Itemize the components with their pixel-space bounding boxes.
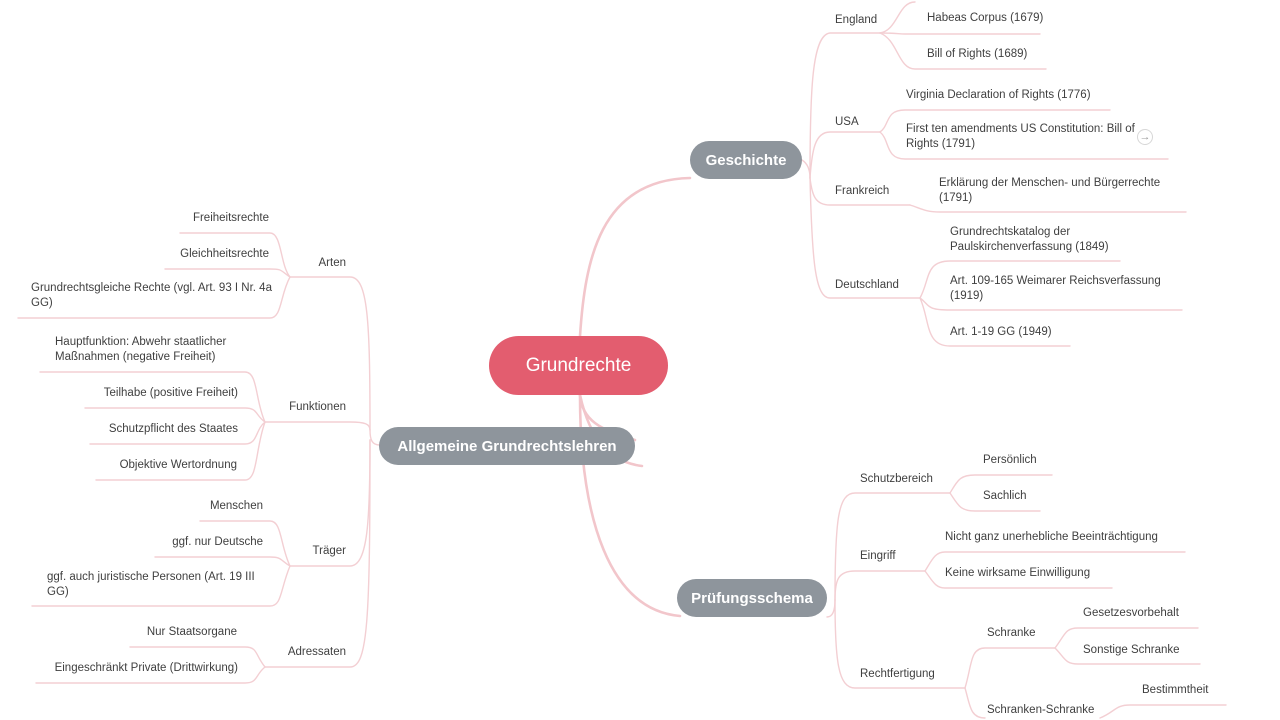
leaf-menschenrechte-erklaerung[interactable]: Erklärung der Menschen- und Bürgerrechte… bbox=[939, 177, 1161, 204]
subtopic-usa[interactable]: USA bbox=[835, 116, 859, 128]
subtopic-schranke[interactable]: Schranke bbox=[987, 627, 1036, 639]
leaf-virginia-declaration[interactable]: Virginia Declaration of Rights (1776) bbox=[906, 89, 1091, 101]
arrow-right-icon[interactable]: → bbox=[1137, 129, 1153, 145]
leaf-nur-staatsorgane[interactable]: Nur Staatsorgane bbox=[146, 626, 237, 638]
subtopic-arten[interactable]: Arten bbox=[318, 257, 347, 269]
root-topic[interactable]: Grundrechte bbox=[489, 336, 668, 395]
subtopic-rechtfertigung[interactable]: Rechtfertigung bbox=[860, 668, 935, 680]
topic-geschichte[interactable]: Geschichte bbox=[690, 141, 802, 179]
subtopic-eingriff[interactable]: Eingriff bbox=[860, 550, 896, 562]
leaf-bill-of-rights-1689[interactable]: Bill of Rights (1689) bbox=[927, 48, 1028, 60]
leaf-bestimmtheit[interactable]: Bestimmtheit bbox=[1142, 684, 1209, 696]
subtopic-traeger[interactable]: Träger bbox=[312, 545, 346, 557]
leaf-habeas-corpus[interactable]: Habeas Corpus (1679) bbox=[927, 12, 1044, 24]
subtopic-funktionen[interactable]: Funktionen bbox=[289, 401, 346, 413]
subtopic-adressaten[interactable]: Adressaten bbox=[287, 646, 346, 658]
topic-allgemeine-grundrechtslehren[interactable]: Allgemeine Grundrechtslehren bbox=[379, 427, 635, 465]
leaf-persoenlich[interactable]: Persönlich bbox=[983, 454, 1037, 466]
leaf-beeintraechtigung[interactable]: Nicht ganz unerhebliche Beeinträchtigung bbox=[945, 531, 1158, 543]
leaf-hauptfunktion-abwehr[interactable]: Hauptfunktion: Abwehr staatlicher Maßnah… bbox=[55, 336, 227, 363]
subtopic-deutschland[interactable]: Deutschland bbox=[835, 279, 899, 291]
leaf-juristische-personen[interactable]: ggf. auch juristische Personen (Art. 19 … bbox=[47, 571, 255, 598]
subtopic-schranken-schranke[interactable]: Schranken-Schranke bbox=[987, 704, 1095, 716]
topic-pruefungsschema[interactable]: Prüfungsschema bbox=[677, 579, 827, 617]
leaf-keine-einwilligung[interactable]: Keine wirksame Einwilligung bbox=[945, 567, 1091, 579]
leaf-weimarer-reichsverfassung[interactable]: Art. 109-165 Weimarer Reichsverfassung (… bbox=[950, 275, 1161, 302]
leaf-freiheitsrechte[interactable]: Freiheitsrechte bbox=[192, 212, 269, 224]
trunk-geschichte bbox=[578, 176, 692, 338]
leaf-grundrechtsgleiche-rechte[interactable]: Grundrechtsgleiche Rechte (vgl. Art. 93 … bbox=[31, 282, 272, 309]
leaf-sachlich[interactable]: Sachlich bbox=[983, 490, 1027, 502]
leaf-teilhabe[interactable]: Teilhabe (positive Freiheit) bbox=[103, 387, 238, 399]
leaf-eingeschraenkt-private[interactable]: Eingeschränkt Private (Drittwirkung) bbox=[54, 662, 238, 674]
leaf-us-bill-of-rights[interactable]: First ten amendments US Constitution: Bi… bbox=[906, 123, 1135, 150]
subtopic-schutzbereich[interactable]: Schutzbereich bbox=[860, 473, 933, 485]
subtopic-england[interactable]: England bbox=[835, 14, 878, 26]
leaf-gleichheitsrechte[interactable]: Gleichheitsrechte bbox=[180, 248, 269, 260]
leaf-gesetzesvorbehalt[interactable]: Gesetzesvorbehalt bbox=[1083, 607, 1179, 619]
leaf-paulskirchenverfassung[interactable]: Grundrechtskatalog der Paulskirchenverfa… bbox=[950, 226, 1109, 253]
leaf-grundgesetz[interactable]: Art. 1-19 GG (1949) bbox=[950, 326, 1052, 338]
leaf-sonstige-schranke[interactable]: Sonstige Schranke bbox=[1083, 644, 1180, 656]
leaf-menschen[interactable]: Menschen bbox=[209, 500, 263, 512]
leaf-objektive-wertordnung[interactable]: Objektive Wertordnung bbox=[119, 459, 237, 471]
leaf-nur-deutsche[interactable]: ggf. nur Deutsche bbox=[172, 536, 263, 548]
leaf-schutzpflicht[interactable]: Schutzpflicht des Staates bbox=[108, 423, 238, 435]
subtopic-frankreich[interactable]: Frankreich bbox=[835, 185, 890, 197]
